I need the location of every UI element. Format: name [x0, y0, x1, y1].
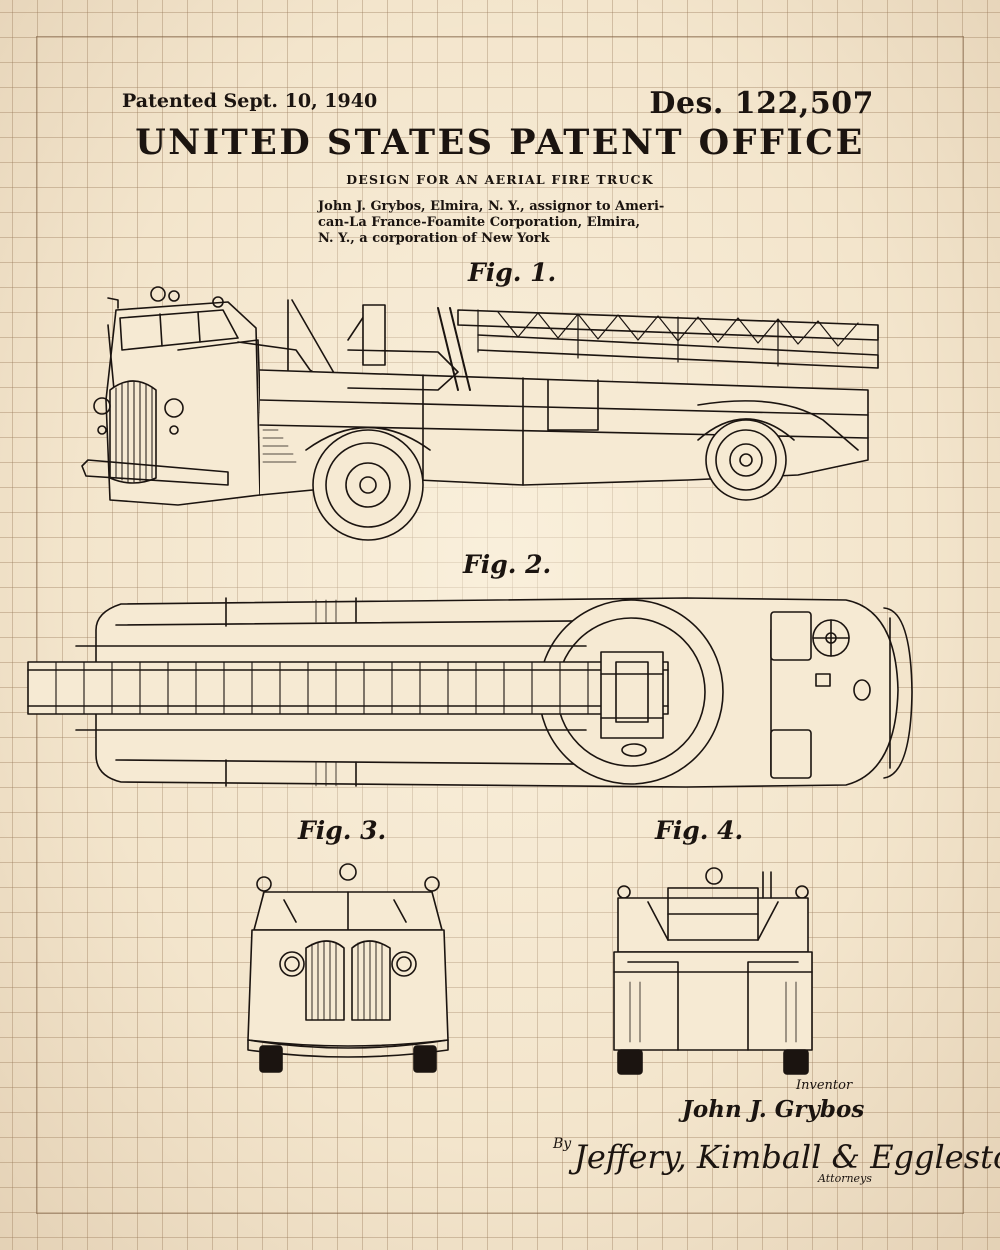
design-number: Des. 122,507 [649, 86, 874, 121]
fig-3-label: Fig. 3. [298, 816, 387, 845]
fig-1-drawing [78, 280, 898, 545]
attorneys-signature: Jeffery, Kimball & Eggleston [574, 1138, 1000, 1176]
assignor-line: N. Y., a corporation of New York [318, 231, 550, 246]
assignor-text: John J. Grybos, Elmira, N. Y., assignor … [318, 199, 690, 247]
fig-4-label: Fig. 4. [655, 816, 744, 845]
fig-3-drawing [244, 860, 452, 1075]
design-title: DESIGN FOR AN AERIAL FIRE TRUCK [346, 172, 654, 187]
patented-date: Patented Sept. 10, 1940 [122, 90, 378, 112]
office-title: UNITED STATES PATENT OFFICE [135, 122, 865, 163]
fig-2-drawing [26, 590, 916, 795]
fig-1-label: Fig. 1. [468, 258, 557, 287]
by-label: By [553, 1136, 572, 1152]
attorneys-label: Attorneys [818, 1172, 872, 1185]
assignor-line: can-La France-Foamite Corporation, Elmir… [318, 215, 641, 230]
fig-2-label: Fig. 2. [463, 550, 552, 579]
inventor-label: Inventor [796, 1078, 853, 1093]
inventor-name: John J. Grybos [682, 1096, 865, 1123]
assignor-line: John J. Grybos, Elmira, N. Y., assignor … [318, 199, 665, 214]
fig-4-drawing [608, 862, 818, 1077]
